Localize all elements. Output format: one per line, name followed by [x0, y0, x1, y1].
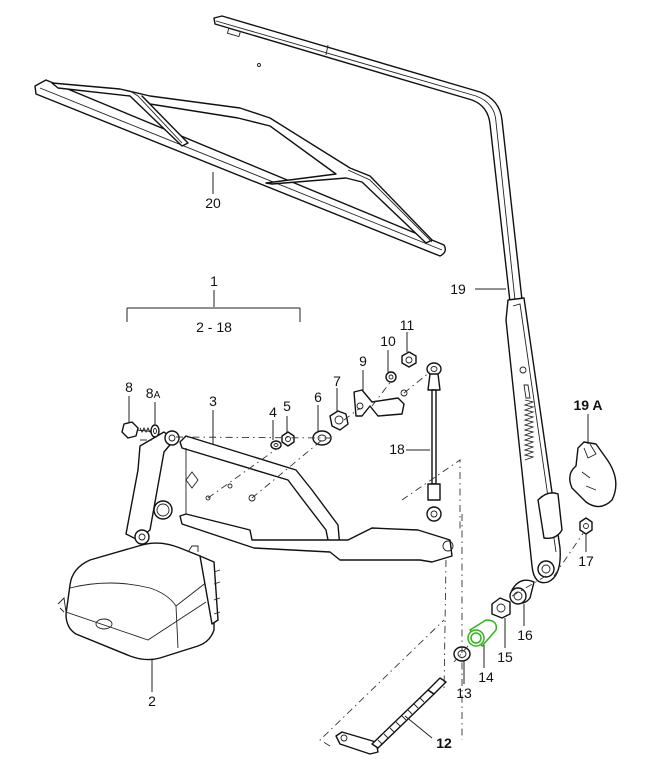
label-part-9: 9 — [359, 353, 367, 369]
label-part-3: 3 — [209, 393, 217, 409]
label-part-8: 8 — [125, 379, 133, 395]
part-11-nut[interactable] — [401, 351, 417, 368]
thread-icon — [377, 697, 425, 745]
part-16-seal-cap[interactable] — [509, 579, 535, 605]
label-part-10: 10 — [380, 333, 396, 349]
label-part-4: 4 — [269, 404, 277, 420]
alignment-lines — [140, 371, 585, 747]
part-19A-cover-cap[interactable] — [569, 441, 617, 508]
part-4-washer[interactable] — [270, 440, 282, 450]
label-part-19a: 19 A — [573, 397, 602, 413]
part-2-wiper-motor[interactable] — [57, 542, 221, 661]
part-7-nut[interactable] — [329, 410, 349, 431]
label-part-15: 15 — [497, 649, 513, 665]
label-part-14: 14 — [478, 669, 494, 685]
part-12-wiper-shaft[interactable] — [335, 677, 447, 755]
label-part-12: 12 — [436, 735, 452, 751]
label-part-6: 6 — [314, 389, 322, 405]
label-part-5: 5 — [283, 398, 291, 414]
part-3-linkage-frame[interactable] — [125, 430, 454, 563]
label-group-range: 2 - 18 — [196, 319, 232, 335]
part-17-nut[interactable] — [579, 517, 593, 535]
label-part-7: 7 — [333, 373, 341, 389]
spring-icon — [523, 399, 535, 461]
group-bracket — [126, 290, 301, 322]
label-part-18: 18 — [389, 441, 405, 457]
label-part-13: 13 — [456, 685, 472, 701]
part-5-nut[interactable] — [281, 431, 295, 447]
label-part-11: 11 — [400, 317, 415, 333]
label-part-19: 19 — [450, 281, 466, 297]
label-part-20: 20 — [205, 195, 221, 211]
label-part-16: 16 — [517, 627, 533, 643]
part-labels: 1 2 - 18 2 3 4 5 6 7 8 8A 9 10 11 12 13 … — [125, 195, 602, 751]
part-14-bushing[interactable] — [467, 619, 498, 648]
part-20-wiper-blade[interactable] — [34, 63, 447, 257]
leader-lines — [128, 172, 589, 739]
label-group-1: 1 — [210, 273, 218, 289]
part-10-washer[interactable] — [385, 371, 397, 383]
part-19-wiper-arm[interactable] — [213, 15, 563, 584]
label-part-17: 17 — [578, 553, 594, 569]
part-8A-washer[interactable] — [150, 424, 160, 438]
label-part-2: 2 — [148, 693, 156, 709]
label-part-8a: 8A — [146, 385, 161, 401]
part-9-crank-lever[interactable] — [353, 389, 408, 417]
part-15-nut[interactable] — [491, 597, 511, 619]
part-18-connecting-rod[interactable] — [426, 362, 442, 522]
motor-terminals-icon — [213, 569, 221, 615]
